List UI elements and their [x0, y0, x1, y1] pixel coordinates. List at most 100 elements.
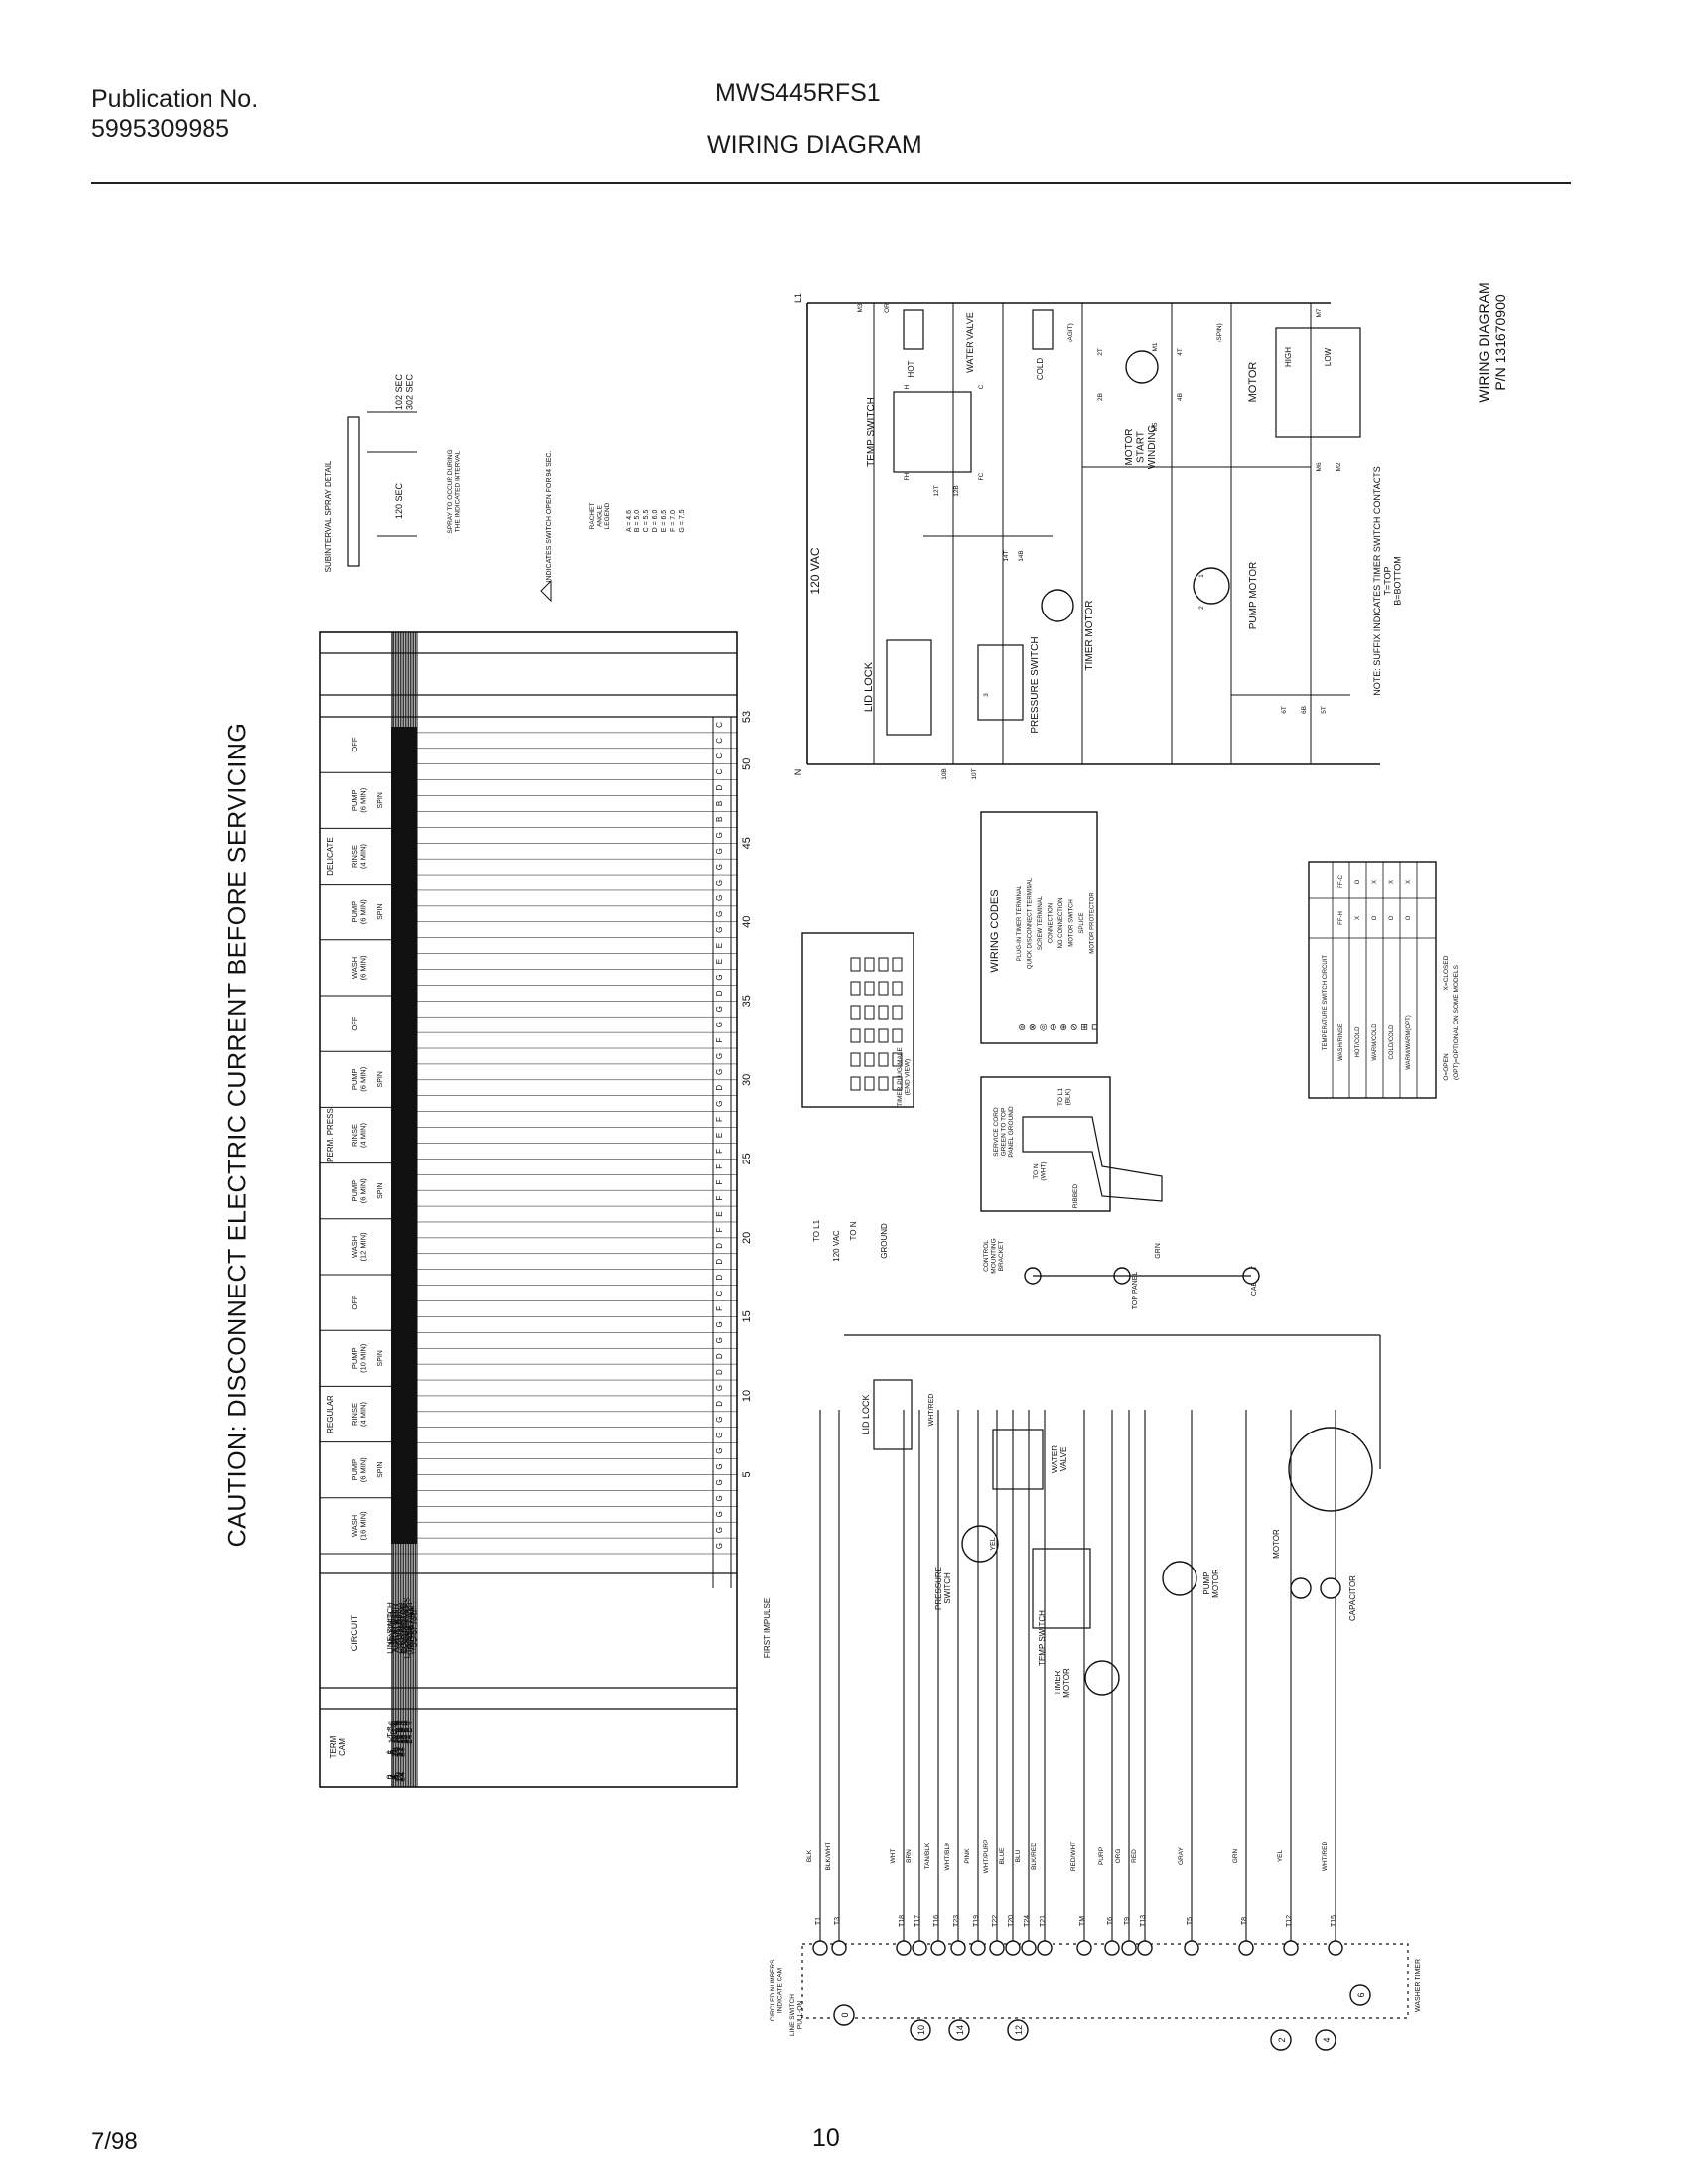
wire-color-label: BLK [806, 1849, 813, 1862]
chart-term-header: TERM [329, 1735, 338, 1758]
chart-step-number: 40 [741, 916, 753, 928]
chart-ratchet-letter: G [715, 1385, 724, 1391]
ratchet-entry: D = 6.0 [652, 510, 659, 533]
chart-ratchet-letter: G [715, 1447, 724, 1453]
chart-ratchet-letter: G [715, 1433, 724, 1438]
plug-pin [850, 1052, 861, 1067]
chart-circuit-label: SPIN DIR [394, 1610, 403, 1645]
temp-table-header: FF-C [1338, 875, 1344, 888]
chart-segment-label: (6 MIN) [359, 1178, 368, 1204]
wire-color-label: BRN [906, 1849, 913, 1863]
wire-color-label: WHT/RED [1322, 1842, 1329, 1872]
temp-table-legend: O=OPEN [1443, 1053, 1450, 1081]
schematic-terminal-tag: 2 [1198, 606, 1205, 610]
chart-term-number: 23 [397, 1747, 407, 1757]
chart-ratchet-letter: G [715, 895, 724, 901]
pictorial-pressure-switch-label: PRESSURE [934, 1567, 943, 1610]
chart-term-number: 16 [390, 1747, 400, 1757]
cam-number-badge [1349, 1984, 1371, 2006]
chart-circuit-label: SPIN DIR [389, 1610, 398, 1645]
page-number: 10 [812, 2124, 840, 2152]
diagram-title: P/N 131670900 [1492, 294, 1508, 391]
chart-segment-sub: SPIN [377, 904, 384, 920]
chart-term-number: 17 [393, 1747, 403, 1757]
timer-terminal [1328, 1940, 1343, 1956]
wiring-code-item: SCREW TERMINAL [1038, 895, 1044, 950]
chart-cam-number: 4 [388, 1774, 398, 1779]
chart-cam-number: 2 [387, 1774, 397, 1779]
timer-terminal [1283, 1940, 1299, 1956]
chart-ratchet-letter: G [715, 1511, 724, 1517]
chart-step-number: 25 [741, 1153, 753, 1164]
chart-ratchet-letter: F [715, 1196, 724, 1201]
chart-ratchet-letter: F [715, 1227, 724, 1232]
schematic-terminal-tag: OR [884, 303, 891, 313]
schematic-note: T=TOP [1382, 566, 1392, 595]
pictorial-pressure-switch-label: SWITCH [943, 1572, 952, 1604]
service-cord-n: TO N [1033, 1163, 1040, 1179]
cold-label: COLD [1036, 358, 1045, 380]
chart-terminal-label: 18 B T [398, 1720, 407, 1744]
model-number: MWS445RFS1 [715, 79, 881, 107]
pictorial-supply-l1: TO L1 [812, 1219, 821, 1242]
pictorial-lid-lock-label: LID LOCK [861, 1394, 871, 1434]
timer-terminal-tag: T22 [992, 1915, 999, 1927]
plug-pin [850, 1028, 861, 1043]
chart-ratchet-letter: G [715, 832, 724, 838]
timer-terminal [831, 1940, 847, 1956]
timer-terminal-tag: T24 [1024, 1915, 1031, 1927]
service-cord-n: (WHT) [1040, 1161, 1047, 1180]
chart-terminal-label: 12 B 6 [394, 1720, 403, 1744]
chart-segment-label: (6 MIN) [359, 955, 368, 981]
timer-terminal [1121, 1940, 1137, 1956]
chart-segment-label: PUMP [351, 1068, 359, 1090]
pictorial-supply-n: TO N [849, 1221, 858, 1240]
wiring-code-symbol-icon: ⊘ [1069, 1024, 1079, 1031]
timer-terminal [1005, 1940, 1021, 1956]
chart-ratchet-letter: D [715, 1275, 724, 1281]
start-winding-label: START [1136, 431, 1147, 463]
diagram-title: WIRING DIAGRAM [1477, 282, 1492, 402]
schematic-terminal-tag: M7 [1316, 308, 1323, 317]
wire-color-label: GRAY [1178, 1846, 1185, 1865]
chart-segment-label: (16 MIN) [359, 1511, 368, 1541]
chart-ratchet-letter: G [715, 1543, 724, 1549]
spray-detail-note: SPRAY TO OCCUR DURING [447, 449, 454, 533]
chart-segment-label: WASH [351, 1515, 359, 1537]
chart-segment-label: RINSE [351, 1403, 359, 1426]
chart-circuit-label: WATER TEMP. [408, 1601, 417, 1655]
plug-pin [864, 1005, 875, 1020]
chart-step-number: 5 [741, 1471, 753, 1477]
chart-ratchet-letter: D [715, 784, 724, 790]
wire-color-label: GRN [1155, 1243, 1162, 1259]
chart-circuit-label: PUMP [396, 1616, 405, 1639]
chart-ratchet-letter: D [715, 1243, 724, 1249]
schematic-terminal-tag: 6T [1281, 706, 1288, 714]
power-plug-icon [1022, 1116, 1163, 1202]
timer-terminal [1137, 1940, 1153, 1956]
wire-color-label: WHT [890, 1849, 897, 1864]
chart-ratchet-letter: D [715, 1369, 724, 1375]
plug-pin [892, 957, 903, 972]
pressure-switch-label: PRESSURE SWITCH [1030, 636, 1041, 733]
publication-number: 5995309985 [91, 115, 230, 143]
pictorial-water-valve-label: VALVE [1059, 1447, 1068, 1472]
temp-table-cell: O [1406, 915, 1412, 920]
wire-color-label: RED [1131, 1849, 1138, 1863]
wire-color-label: BLUE [999, 1847, 1006, 1865]
schematic-terminal-tag: M1 [1152, 342, 1159, 351]
pictorial-lid-lock [873, 1379, 913, 1450]
temp-table-cell: WARM/WARM(OPT) [1406, 1015, 1412, 1070]
spray-detail-title: SUBINTERVAL SPRAY DETAIL [324, 460, 333, 572]
chart-term-number: 5 [387, 1749, 397, 1754]
cam-number-badge [1270, 2029, 1292, 2051]
chart-segment-label: PUMP [351, 1347, 359, 1369]
chart-ratchet-letter: E [715, 1133, 724, 1138]
schematic-terminal-tag: 1 [1198, 574, 1205, 578]
schematic-terminal-tag: 5T [1321, 706, 1328, 714]
chart-term-number: 22 [395, 1747, 405, 1757]
wire-color-label: WHT/BLK [944, 1842, 951, 1871]
chart-ratchet-letter: G [715, 1337, 724, 1343]
start-winding-label: MOTOR [1124, 428, 1135, 465]
chart-segment-label: (4 MIN) [359, 1402, 368, 1428]
